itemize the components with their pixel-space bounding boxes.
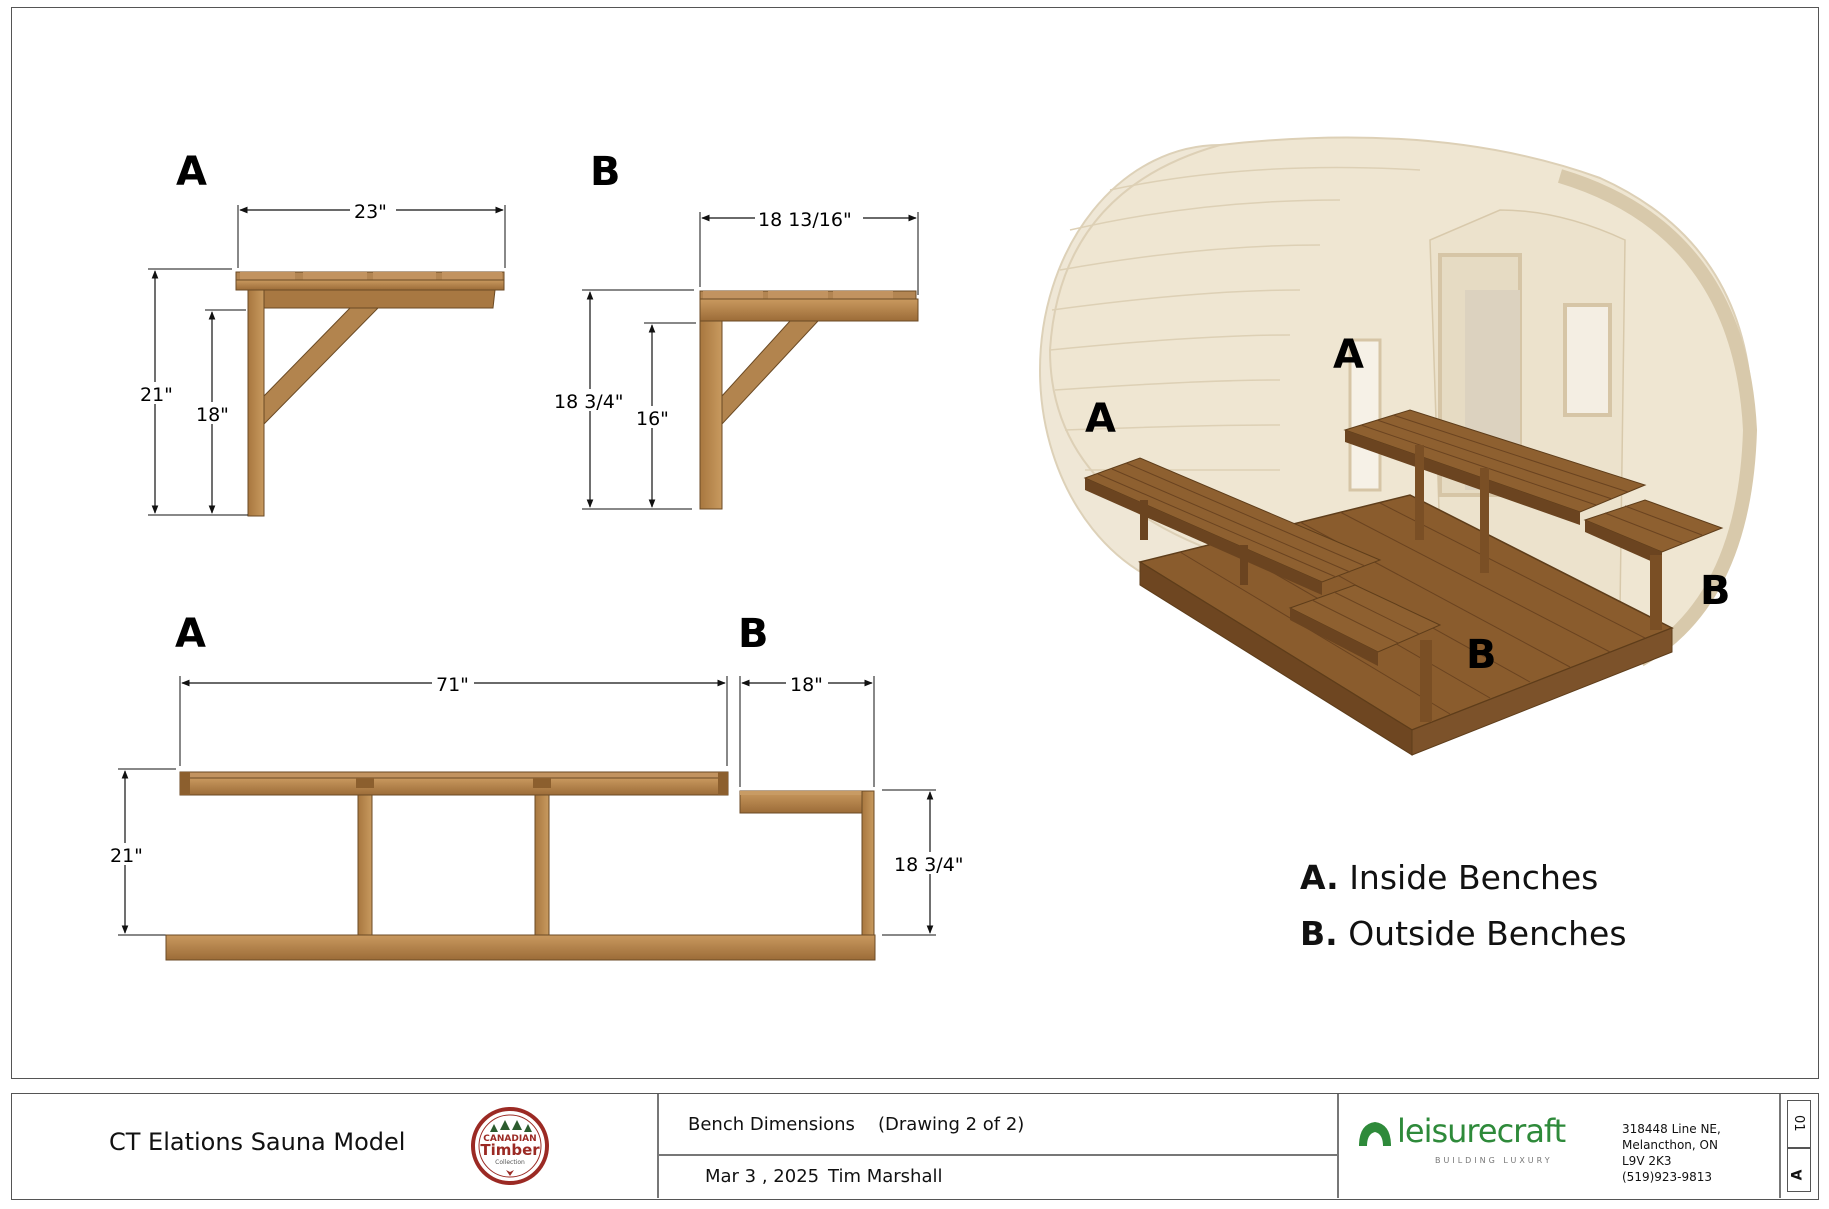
view-letter: A (175, 611, 206, 657)
view-letter: B (590, 149, 621, 195)
brand-name: leisurecraft (1397, 1112, 1566, 1150)
title-block: CT Elations Sauna Model CANADIAN Timber … (11, 1093, 1819, 1200)
dim-height-seat: 16" (636, 408, 669, 430)
phone: (519)923-9813 (1622, 1170, 1713, 1184)
drawing-date: Mar 3 , 2025 (705, 1166, 820, 1187)
logo-line3: Collection (495, 1159, 525, 1166)
view-letter: B (738, 611, 769, 657)
address-line2: Melancthon, ON (1622, 1138, 1718, 1152)
drawing-frame (11, 7, 1819, 1079)
sheet-box: 01 A (1787, 1100, 1811, 1192)
legend-letter-a: A. (1300, 858, 1339, 897)
drawing-canvas: A 23" 21" 18" B (108, 136, 1758, 961)
legend-text-b: Outside Benches (1348, 914, 1627, 953)
legend-item-a: A. Inside Benches (1300, 858, 1598, 897)
brand-tagline: BUILDING LUXURY (1435, 1156, 1553, 1165)
legend-letter-b: B. (1300, 914, 1338, 953)
side-view-a: A 23" 21" 18" (138, 149, 506, 517)
front-view-a: A 71" 21" (108, 611, 729, 936)
iso-sauna-render: A A B B (1039, 136, 1758, 756)
iso-label-a-back: A (1333, 332, 1364, 378)
dim-height: 21" (110, 845, 143, 867)
dim-width: 18 13/16" (758, 209, 852, 231)
model-name: CT Elations Sauna Model (109, 1128, 406, 1156)
address-line1: 318448 Line NE, (1622, 1122, 1721, 1136)
dim-width: 18" (790, 674, 823, 696)
front-view-b: B 18" 18 3/4" (738, 611, 966, 937)
logo-line1: CANADIAN (483, 1134, 536, 1144)
dim-height-total: 21" (140, 384, 173, 406)
leisurecraft-logo: leisurecraft BUILDING LUXURY (1357, 1112, 1597, 1180)
iso-label-a-left: A (1085, 396, 1116, 442)
iso-label-b-front: B (1466, 632, 1497, 678)
dim-width: 23" (354, 201, 387, 223)
view-letter: A (176, 149, 207, 195)
dim-width: 71" (436, 674, 469, 696)
logo-line2: Timber (480, 1141, 540, 1159)
drawing-title: Bench Dimensions (688, 1114, 855, 1135)
address-line3: L9V 2K3 (1622, 1154, 1672, 1168)
drawing-author: Tim Marshall (828, 1166, 943, 1187)
sheet-number: 01 (1791, 1115, 1806, 1132)
legend-item-b: B. Outside Benches (1300, 914, 1627, 953)
side-view-b: B 18 13/16" 18 3/4" 16" (552, 149, 919, 510)
dim-height-total: 18 3/4" (554, 391, 624, 413)
dim-height: 18 3/4" (894, 854, 964, 876)
drawing-number: (Drawing 2 of 2) (878, 1114, 1025, 1135)
dim-height-seat: 18" (196, 404, 229, 426)
canadian-timber-logo: CANADIAN Timber Collection (470, 1106, 550, 1186)
legend-text-a: Inside Benches (1349, 858, 1599, 897)
base-platform (165, 934, 876, 961)
iso-label-b-right: B (1700, 568, 1731, 614)
revision-letter: A (1789, 1169, 1806, 1181)
